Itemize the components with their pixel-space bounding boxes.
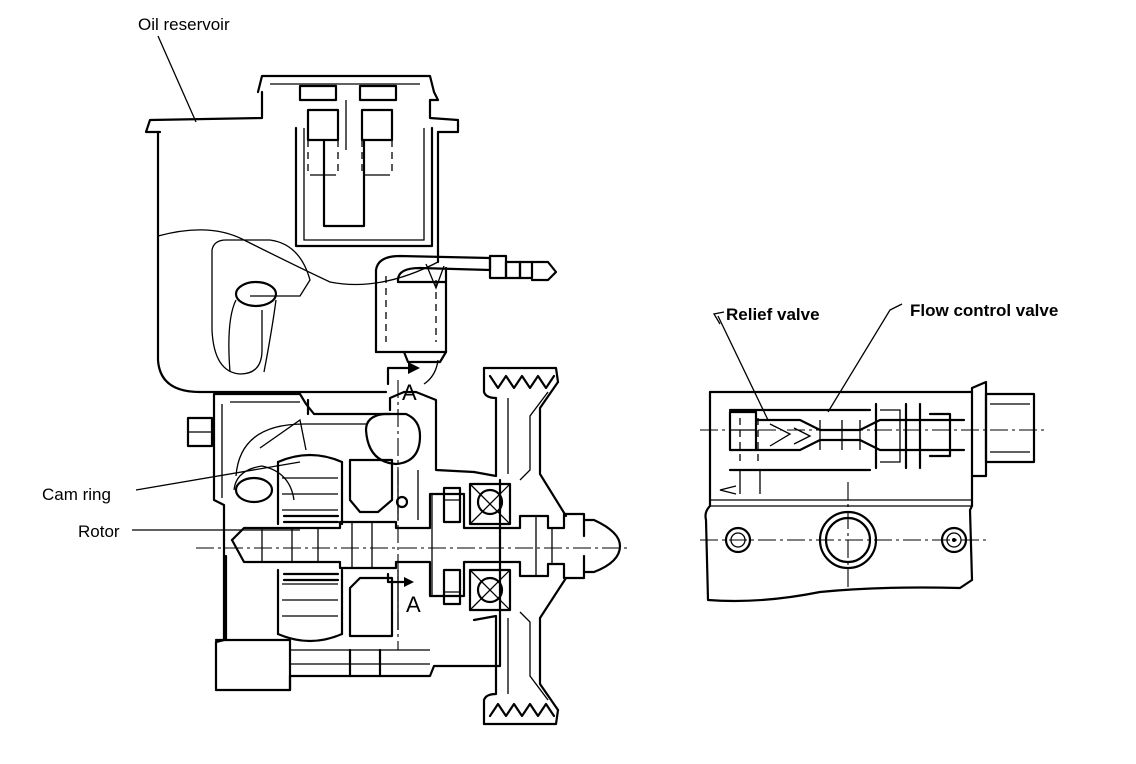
label-cam-ring: Cam ring	[42, 485, 111, 504]
label-flow-control-valve: Flow control valve	[910, 301, 1058, 320]
rotor-shaft	[230, 492, 622, 598]
oil-reservoir-leader	[157, 35, 197, 123]
pulley	[472, 366, 568, 726]
valve-section-view	[700, 303, 1046, 603]
bearings	[442, 482, 512, 612]
label-relief-valve: Relief valve	[726, 305, 820, 324]
section-label-bottom: A	[406, 592, 421, 617]
cam-ring-leader	[135, 461, 301, 491]
label-rotor: Rotor	[78, 522, 120, 541]
oil-reservoir	[144, 74, 460, 394]
pump-housing	[186, 390, 502, 692]
section-label-top: A	[402, 380, 417, 405]
label-oil-reservoir: Oil reservoir	[138, 15, 230, 34]
return-pipe	[374, 254, 558, 364]
section-marker-a: A A	[386, 359, 439, 617]
pump-assembly: A A	[132, 35, 630, 726]
